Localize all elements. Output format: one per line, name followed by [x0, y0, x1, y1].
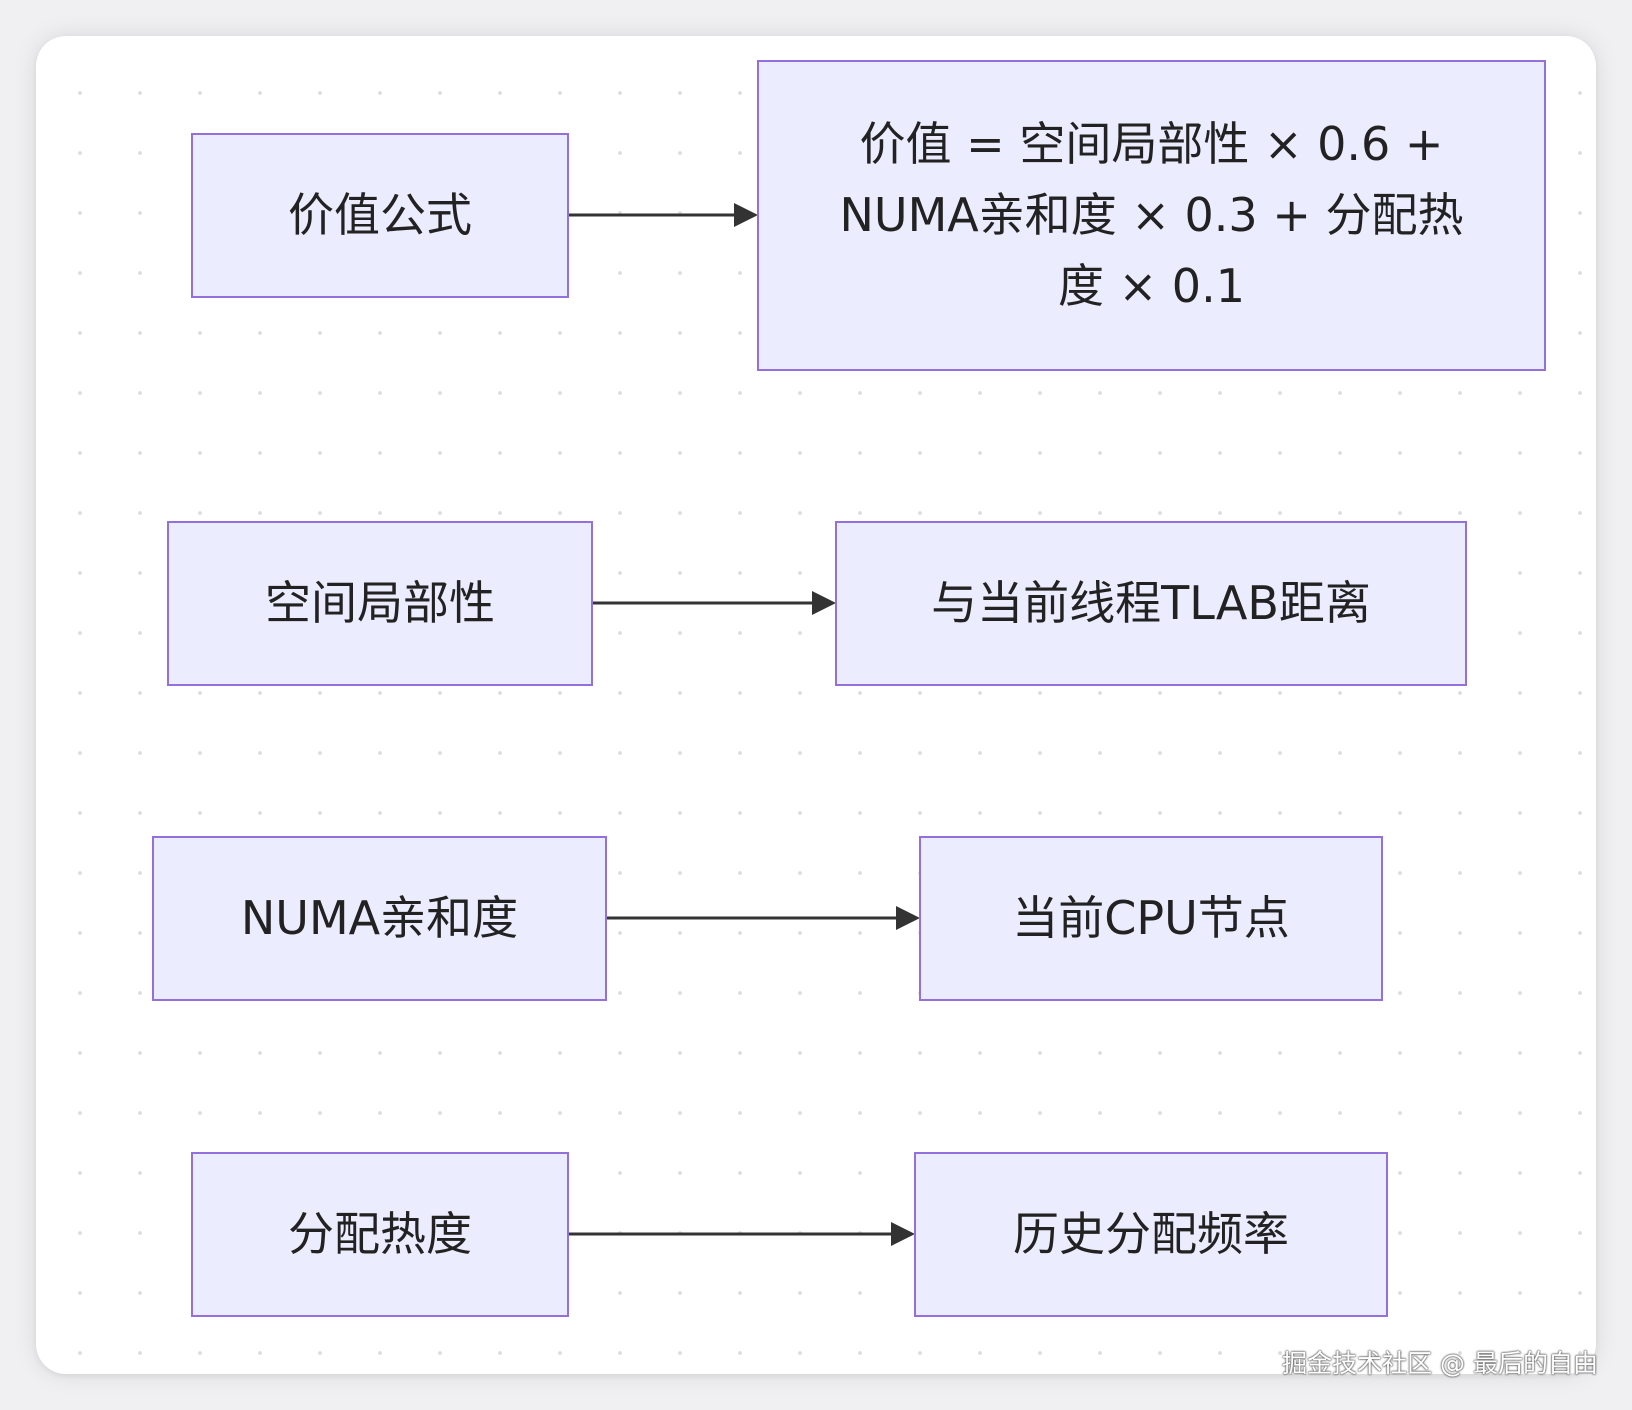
node-label: 与当前线程TLAB距离	[931, 575, 1371, 630]
node-value-formula: 价值公式	[191, 133, 569, 298]
node-label: 空间局部性	[265, 575, 495, 630]
node-allocation-heat: 分配热度	[191, 1152, 569, 1317]
node-spatial-locality: 空间局部性	[167, 521, 593, 686]
watermark-text: 掘金技术社区 @ 最后的自由	[1282, 1349, 1598, 1378]
node-label: 分配热度	[288, 1206, 472, 1261]
node-label: 价值 = 空间局部性 × 0.6 + NUMA亲和度 × 0.3 + 分配热度 …	[839, 116, 1464, 314]
node-tlab-distance: 与当前线程TLAB距离	[835, 521, 1467, 686]
node-current-cpu-node: 当前CPU节点	[919, 836, 1383, 1001]
node-label: 历史分配频率	[1013, 1206, 1289, 1261]
node-label: 当前CPU节点	[1012, 890, 1290, 945]
node-numa-affinity: NUMA亲和度	[152, 836, 607, 1001]
node-label: NUMA亲和度	[240, 890, 519, 945]
node-label: 价值公式	[288, 187, 472, 242]
node-formula-text: 价值 = 空间局部性 × 0.6 + NUMA亲和度 × 0.3 + 分配热度 …	[757, 60, 1546, 371]
node-history-frequency: 历史分配频率	[914, 1152, 1388, 1317]
